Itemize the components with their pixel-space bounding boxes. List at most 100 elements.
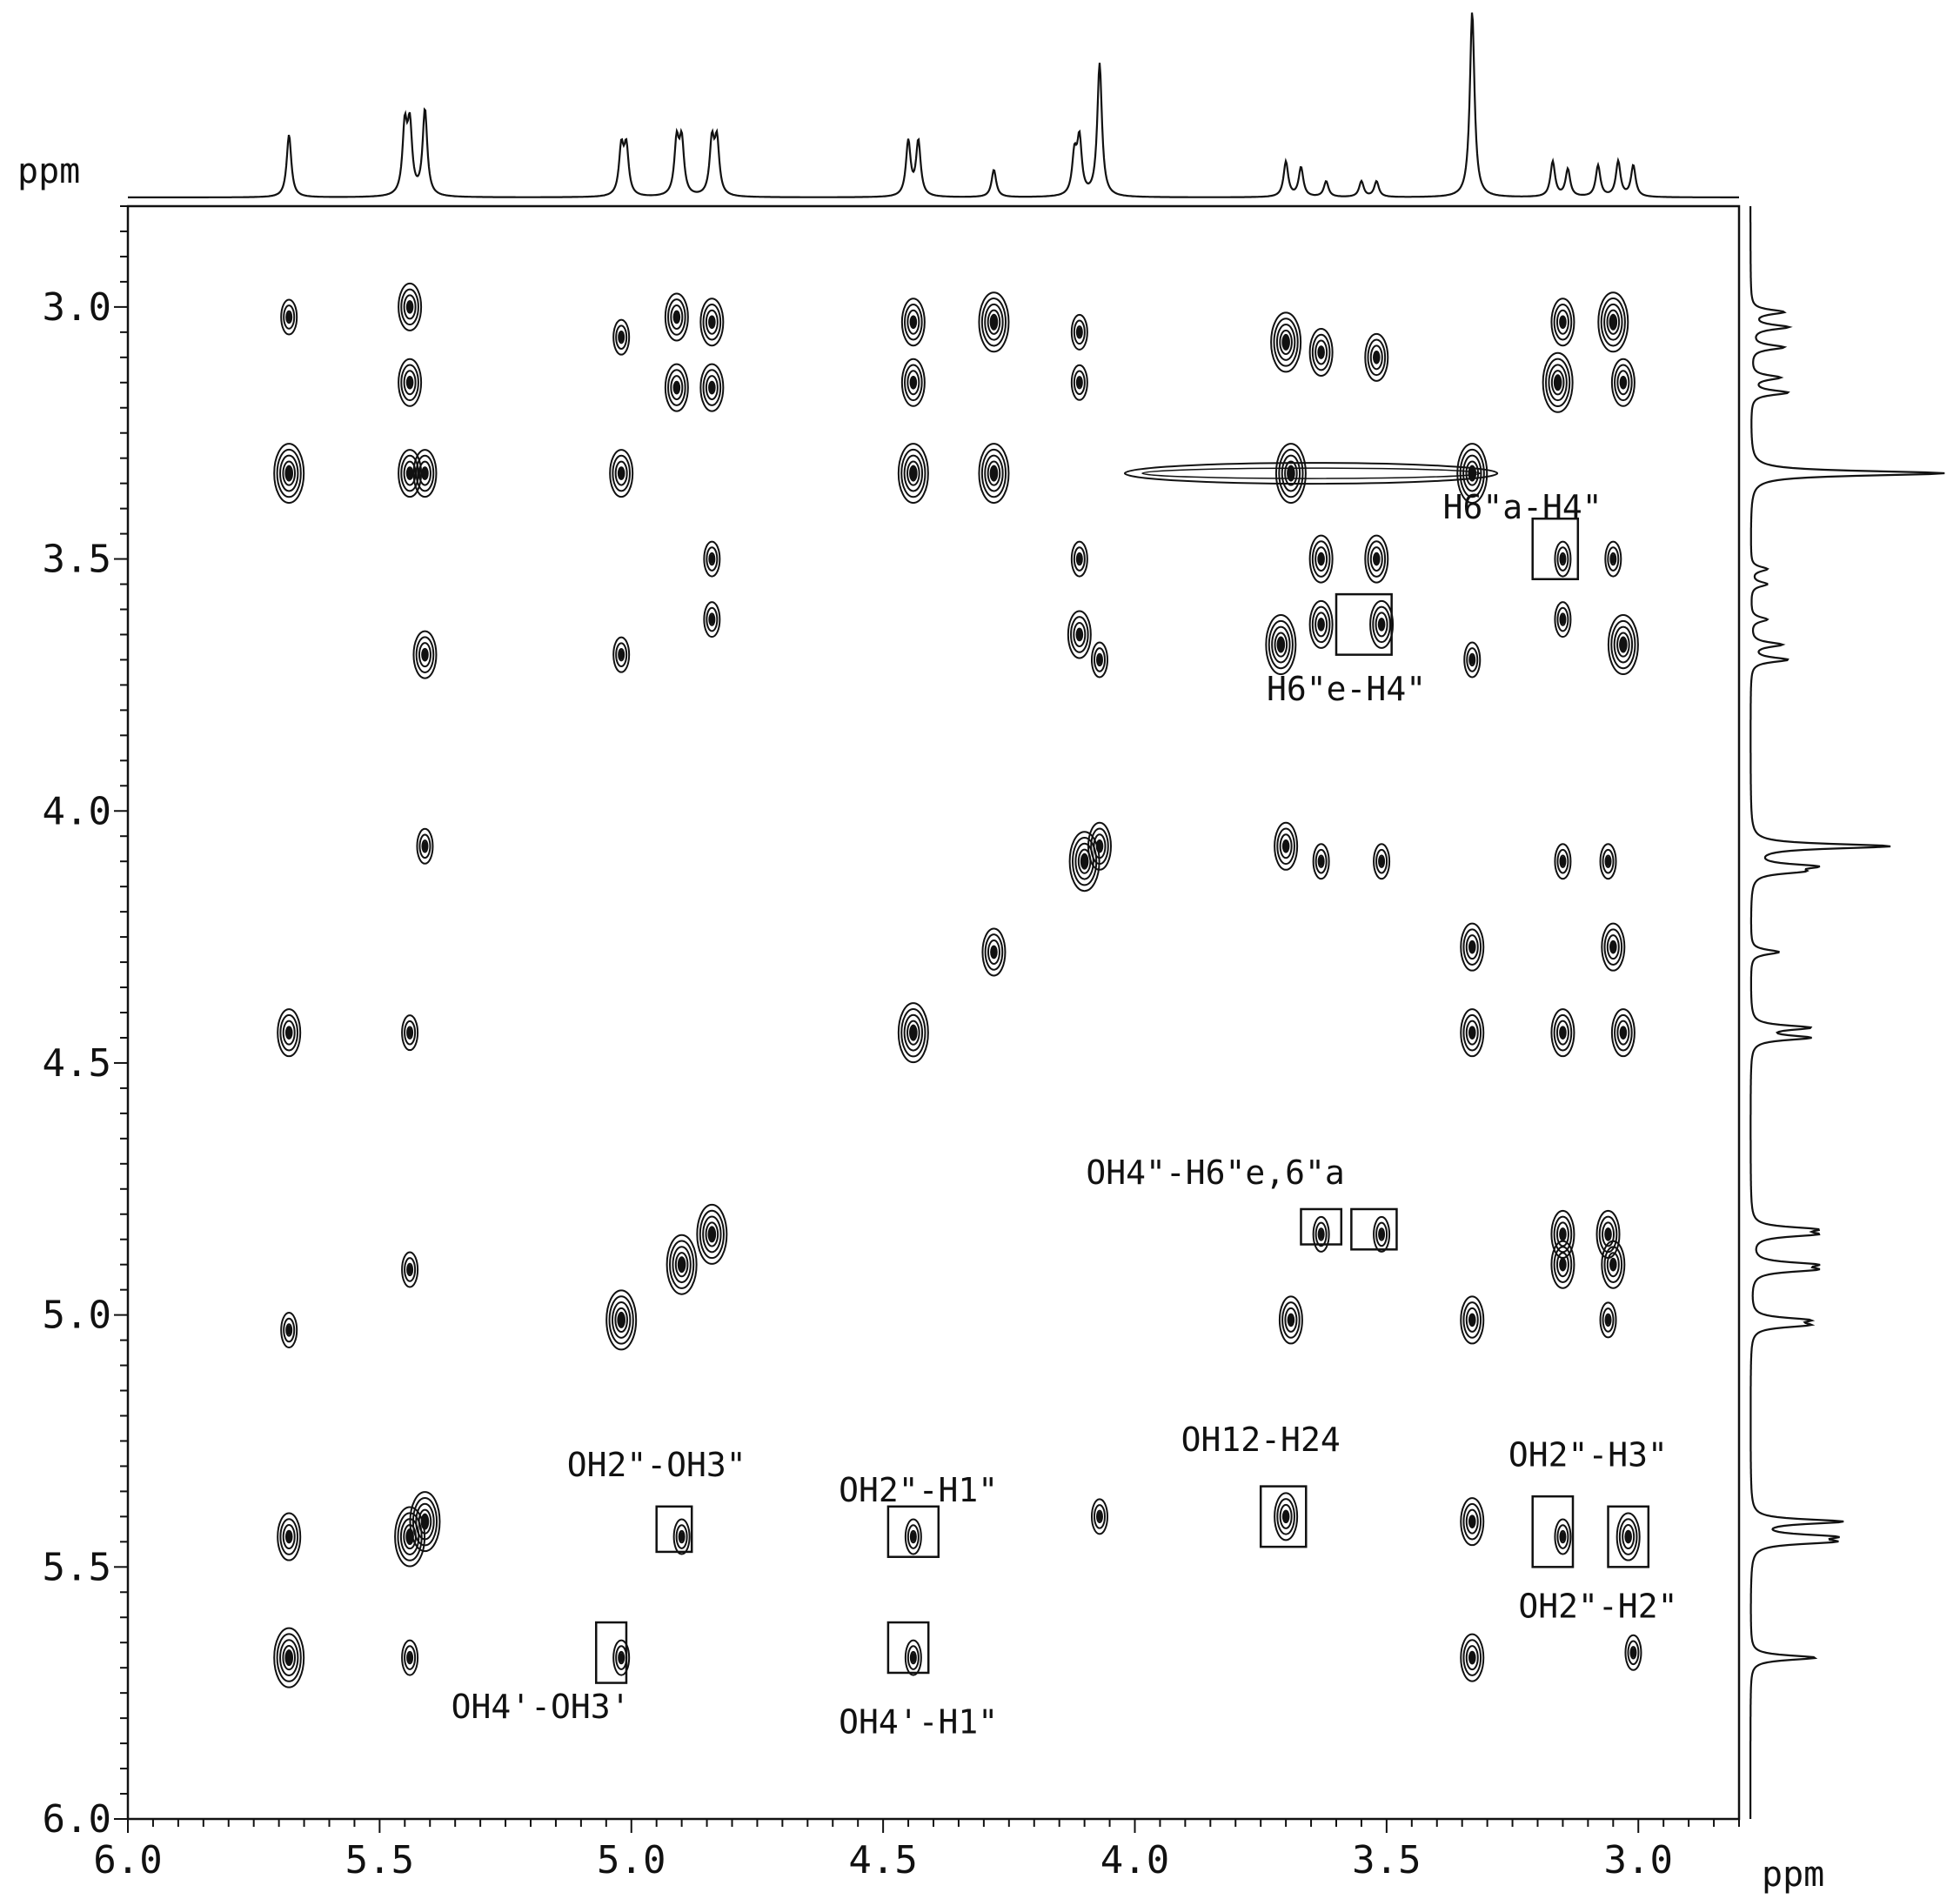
cross-peak-contour [900, 448, 926, 498]
cross-peak-contour [1622, 1524, 1636, 1550]
cross-peak-core [618, 466, 625, 480]
cross-peak-contour [403, 460, 417, 486]
cross-peak-contour [1606, 1252, 1620, 1278]
cross-peak-core [910, 315, 917, 329]
cross-peak-contour [1554, 1518, 1572, 1555]
cross-peak-core [1604, 1227, 1612, 1241]
cross-peak-contour [1375, 848, 1388, 874]
cross-peak-contour [672, 1518, 691, 1555]
cross-peak-contour [1369, 599, 1395, 649]
cross-peak-core [420, 1513, 430, 1530]
cross-peak-contour [1604, 854, 1612, 868]
cross-peak-contour [1555, 1020, 1569, 1046]
cross-peak-contour [1279, 329, 1293, 356]
annotation-label: OH2"-H2" [1518, 1587, 1677, 1625]
cross-peak-contour [667, 298, 686, 336]
cross-peak-contour [1618, 1518, 1638, 1555]
cross-peak-contour [1378, 854, 1386, 868]
cross-peak-contour [1555, 1252, 1569, 1278]
cross-peak-contour [1607, 614, 1639, 676]
cross-peak-contour [1460, 1295, 1485, 1345]
cross-peak-contour [1555, 309, 1569, 335]
cross-peak-core [911, 1531, 916, 1542]
cross-peak-contour [398, 449, 423, 498]
cross-peak-contour [904, 1518, 922, 1555]
cross-peak-contour [1548, 364, 1568, 402]
cross-peak-contour [1072, 836, 1098, 886]
cross-peak-contour [1308, 534, 1334, 584]
cross-peak-contour [1364, 534, 1389, 584]
cross-peak-contour [906, 460, 920, 486]
cross-peak-core [1468, 465, 1477, 482]
cross-peak-contour [1070, 540, 1088, 578]
cross-peak-contour [705, 309, 719, 335]
cross-peak-contour [280, 298, 298, 336]
cross-peak-contour [418, 460, 431, 486]
cross-peak-contour [702, 303, 722, 341]
cross-peak-contour [1308, 328, 1334, 378]
annotation-box [886, 1621, 930, 1675]
cross-peak-contour [1070, 616, 1089, 653]
cross-peak-contour [1602, 1221, 1615, 1247]
cross-peak-contour [1559, 552, 1567, 566]
cross-peak-contour [1614, 1013, 1633, 1052]
cross-peak-core [1281, 333, 1290, 351]
cross-peak-contour [980, 448, 1007, 498]
cross-peak-core [1077, 378, 1082, 388]
cross-peak-core [989, 465, 999, 482]
cross-peak-core [1553, 374, 1562, 391]
cross-peak-contour [1460, 1497, 1485, 1547]
cross-peak-contour [1311, 333, 1331, 371]
cross-peak-contour [1460, 922, 1485, 972]
cross-peak-contour [1093, 647, 1106, 672]
cross-peak-core [422, 841, 427, 852]
cross-peak-contour [699, 298, 725, 347]
cross-peak-contour [401, 1014, 419, 1052]
annotation-label: OH2"-H1" [839, 1471, 998, 1509]
cross-peak-contour [612, 318, 631, 356]
cross-peak-core [286, 1325, 291, 1335]
cross-peak-contour [612, 1639, 631, 1676]
cross-peak-contour [280, 1312, 298, 1349]
cross-peak-core [617, 1311, 625, 1328]
cross-peak-contour [906, 1020, 920, 1046]
cross-peak-core [1379, 856, 1384, 866]
cross-peak-contour [1087, 821, 1112, 871]
cross-peak-contour [1276, 1498, 1295, 1535]
cross-peak-contour [1554, 843, 1572, 880]
cross-peak-core [1609, 940, 1616, 954]
cross-peak-contour [1462, 1013, 1482, 1052]
cross-peak-contour [1317, 854, 1325, 868]
cross-peak-contour [906, 1524, 920, 1549]
cross-peak-contour [618, 330, 625, 344]
cross-peak-contour [1367, 338, 1387, 377]
cross-peak-contour [1460, 1008, 1485, 1058]
annotation-label: OH2"-OH3" [567, 1446, 746, 1484]
cross-peak-contour [706, 546, 719, 572]
cross-peak-contour [406, 1650, 414, 1665]
cross-peak-contour [285, 310, 293, 324]
cross-peak-core [673, 380, 680, 395]
cross-peak-contour [404, 1257, 417, 1282]
cross-peak-contour [980, 298, 1007, 347]
cross-peak-contour [1073, 370, 1086, 396]
bottom-right-axis-unit: ppm [1762, 1855, 1824, 1895]
cross-peak-contour [1373, 1215, 1391, 1253]
cross-peak-contour [1375, 1221, 1388, 1247]
cross-peak-contour [674, 1252, 689, 1278]
cross-peak-contour [618, 1650, 625, 1665]
cross-peak-contour [1095, 652, 1103, 667]
cross-peak-contour [703, 601, 721, 639]
y-tick-label: 6.0 [43, 1797, 111, 1842]
cross-peak-contour [1375, 612, 1388, 638]
cross-peak-contour [1284, 1307, 1298, 1333]
cross-peak-contour [1276, 827, 1295, 866]
cross-peak-contour [1599, 1301, 1617, 1339]
cross-peak-contour [1606, 309, 1621, 335]
cross-peak-contour [1545, 358, 1571, 407]
cross-peak-core [1076, 627, 1083, 642]
cross-peak-core [1469, 654, 1475, 665]
cross-peak-contour [614, 1307, 628, 1334]
cross-peak-core [673, 310, 680, 324]
